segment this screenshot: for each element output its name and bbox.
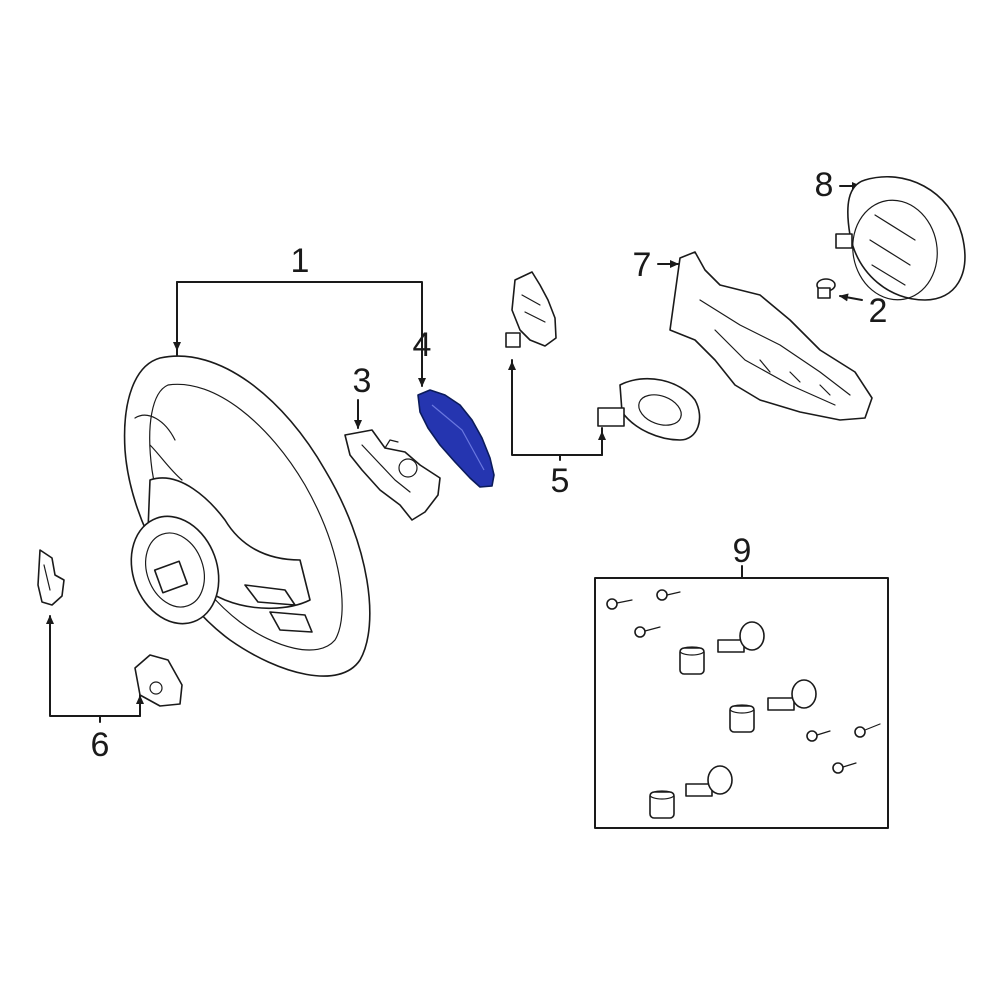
screw [634, 626, 661, 638]
callout-5: 5 [551, 462, 570, 500]
callout-8: 8 [815, 166, 834, 204]
callout-9: 9 [733, 532, 752, 570]
hardware-kit-parts [606, 589, 881, 819]
highlighted-plate [417, 389, 495, 488]
screw [832, 762, 857, 774]
bushing [649, 790, 675, 819]
rear-cover [669, 251, 873, 421]
callout-2: 2 [869, 292, 888, 330]
pin [767, 679, 817, 711]
paddle-left [37, 549, 65, 606]
paddle-right [134, 654, 183, 707]
screw [806, 730, 831, 742]
callout-1-leader [173, 281, 426, 387]
trim-cover [344, 429, 441, 521]
callout-3: 3 [353, 362, 372, 400]
screw [656, 589, 681, 601]
screw [854, 723, 881, 738]
bolt [816, 278, 836, 299]
callout-1: 1 [291, 242, 310, 280]
callout-6: 6 [91, 726, 110, 764]
bushing [679, 646, 705, 675]
pin [685, 765, 733, 797]
callout-4: 4 [413, 326, 432, 364]
switch-left [505, 271, 557, 348]
switch-right [597, 377, 701, 441]
screw [606, 598, 633, 610]
callout-7: 7 [633, 246, 652, 284]
airbag-module [835, 175, 966, 301]
callout-5-leader [508, 359, 606, 461]
pin [717, 621, 765, 653]
callout-6-leader [46, 615, 144, 723]
hardware-kit-box [594, 577, 889, 829]
bushing [729, 704, 755, 733]
steering-wheel [123, 355, 371, 677]
